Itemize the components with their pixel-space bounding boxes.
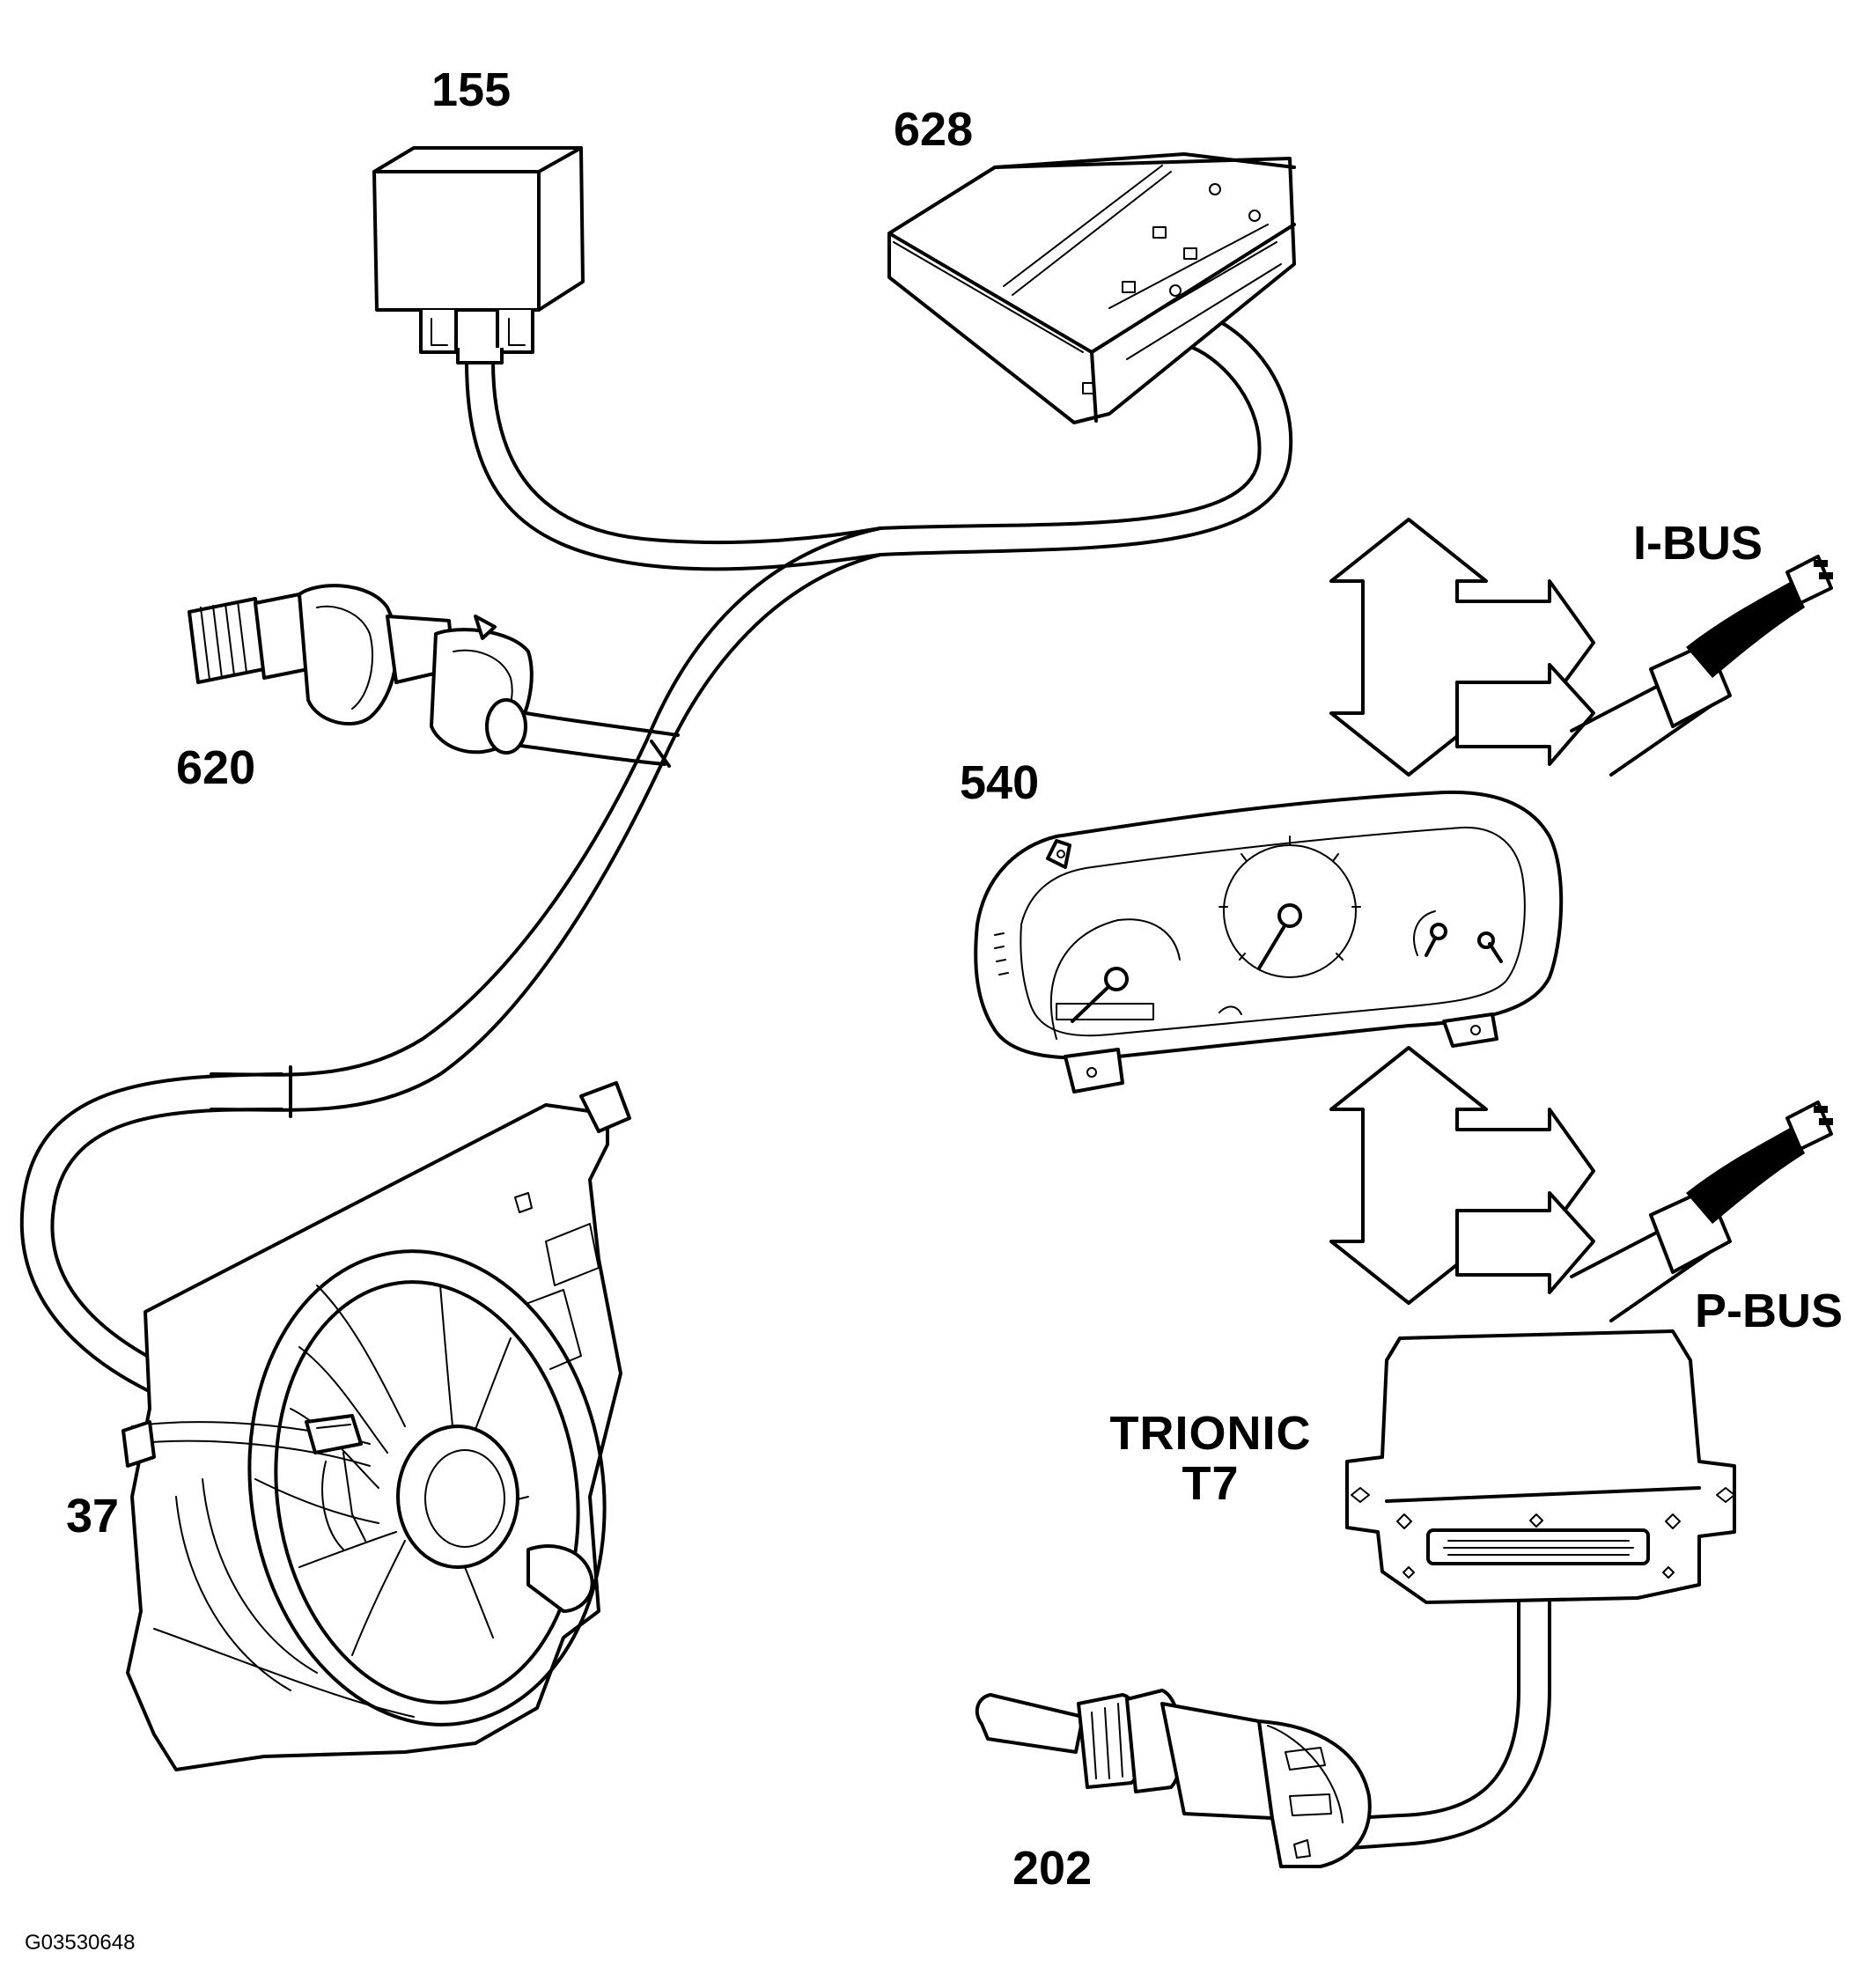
p-bus-arrows xyxy=(1329,1046,1595,1305)
label-ecu-line1: TRIONIC xyxy=(1109,1407,1312,1460)
label-radio-628: 628 xyxy=(894,103,974,156)
label-fan-37: 37 xyxy=(66,1490,120,1543)
i-bus-connector xyxy=(1570,555,1833,777)
label-ecu: TRIONIC T7 xyxy=(1092,1409,1329,1508)
label-relay-155: 155 xyxy=(431,63,512,116)
label-p-bus: P-BUS xyxy=(1695,1285,1844,1337)
p-bus-connector xyxy=(1570,1101,1833,1322)
temp-sensor-202 xyxy=(975,1689,1372,1868)
relay-155 xyxy=(372,146,585,364)
cooling-fan-37 xyxy=(121,1081,631,1771)
label-cluster-540: 540 xyxy=(960,756,1040,809)
pressure-switch-620 xyxy=(188,584,534,755)
figure-code: G03530648 xyxy=(25,1931,136,1955)
ecu-trionic-t7 xyxy=(1345,1329,1736,1604)
i-bus-arrows xyxy=(1329,518,1595,777)
label-i-bus: I-BUS xyxy=(1633,517,1763,570)
radio-unit-628 xyxy=(887,152,1296,424)
label-pressure-switch-620: 620 xyxy=(176,741,256,794)
sensor-cable xyxy=(1336,1601,1551,1851)
label-ecu-line2: T7 xyxy=(1182,1456,1240,1510)
instrument-cluster-540 xyxy=(974,790,1564,1093)
label-temp-sensor-202: 202 xyxy=(1012,1842,1093,1895)
